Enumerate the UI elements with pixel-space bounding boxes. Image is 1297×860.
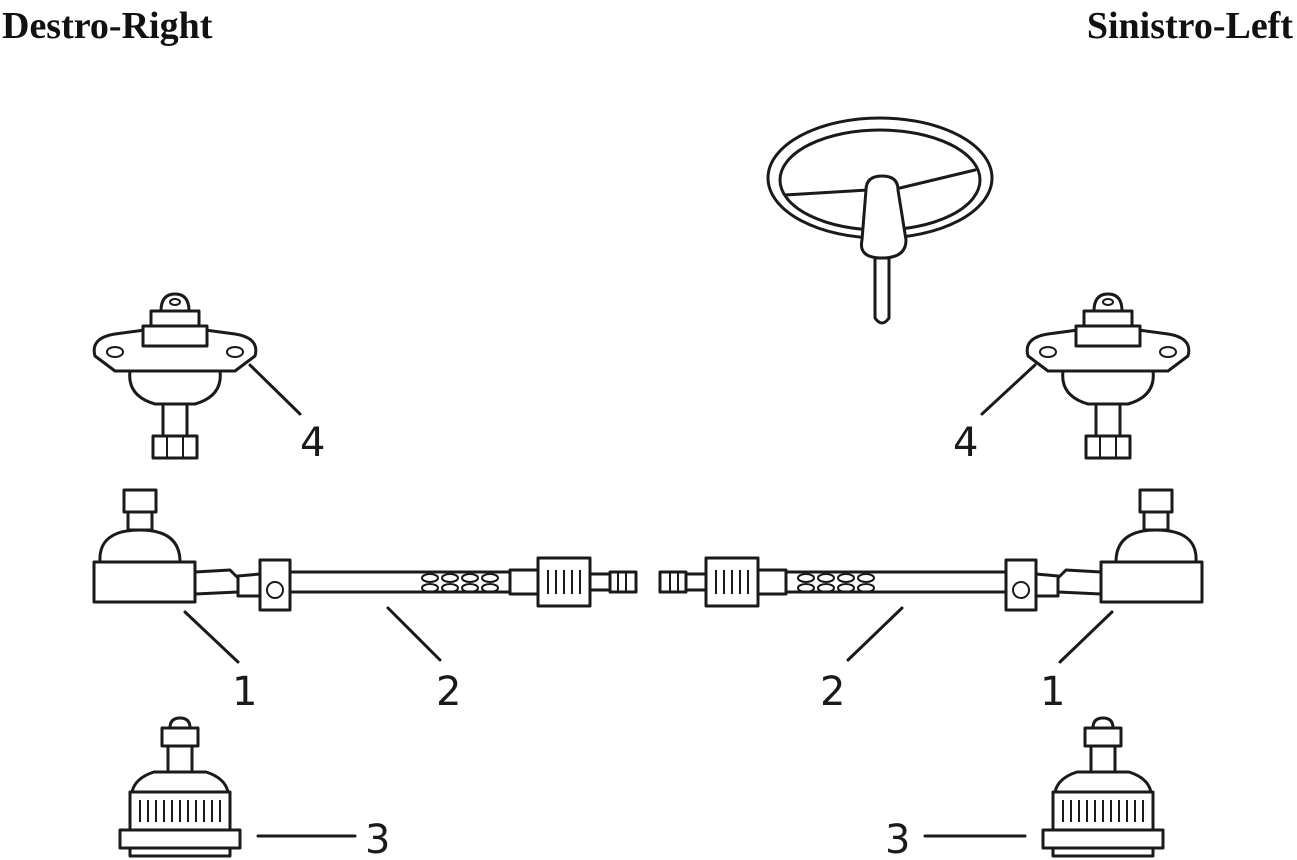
leader-line [980, 363, 1037, 416]
heading-sinistro-left: Sinistro-Left [1086, 5, 1293, 47]
leader-line [386, 606, 442, 662]
callout-2-right: 2 [436, 669, 461, 715]
callout-3-right: 3 [365, 817, 390, 860]
steering-wheel-icon [766, 116, 994, 325]
callout-4-right: 4 [300, 420, 325, 466]
leader-line [183, 610, 240, 664]
upper-ball-joint-left [1025, 292, 1191, 460]
callout-3-left: 3 [885, 817, 910, 860]
tie-rod-assembly-left [658, 488, 1204, 612]
leader-line [846, 606, 904, 662]
lower-ball-joint-left [1041, 716, 1165, 858]
callout-2-left: 2 [820, 669, 845, 715]
callout-1-left: 1 [1040, 669, 1065, 715]
heading-destro-right: Destro-Right [2, 5, 213, 47]
leader-line [1058, 610, 1114, 664]
leader-line [248, 363, 302, 416]
callout-1-right: 1 [232, 669, 257, 715]
lower-ball-joint-right [118, 716, 242, 858]
tie-rod-assembly-right [92, 488, 638, 612]
upper-ball-joint-right [92, 292, 258, 460]
callout-4-left: 4 [953, 420, 978, 466]
